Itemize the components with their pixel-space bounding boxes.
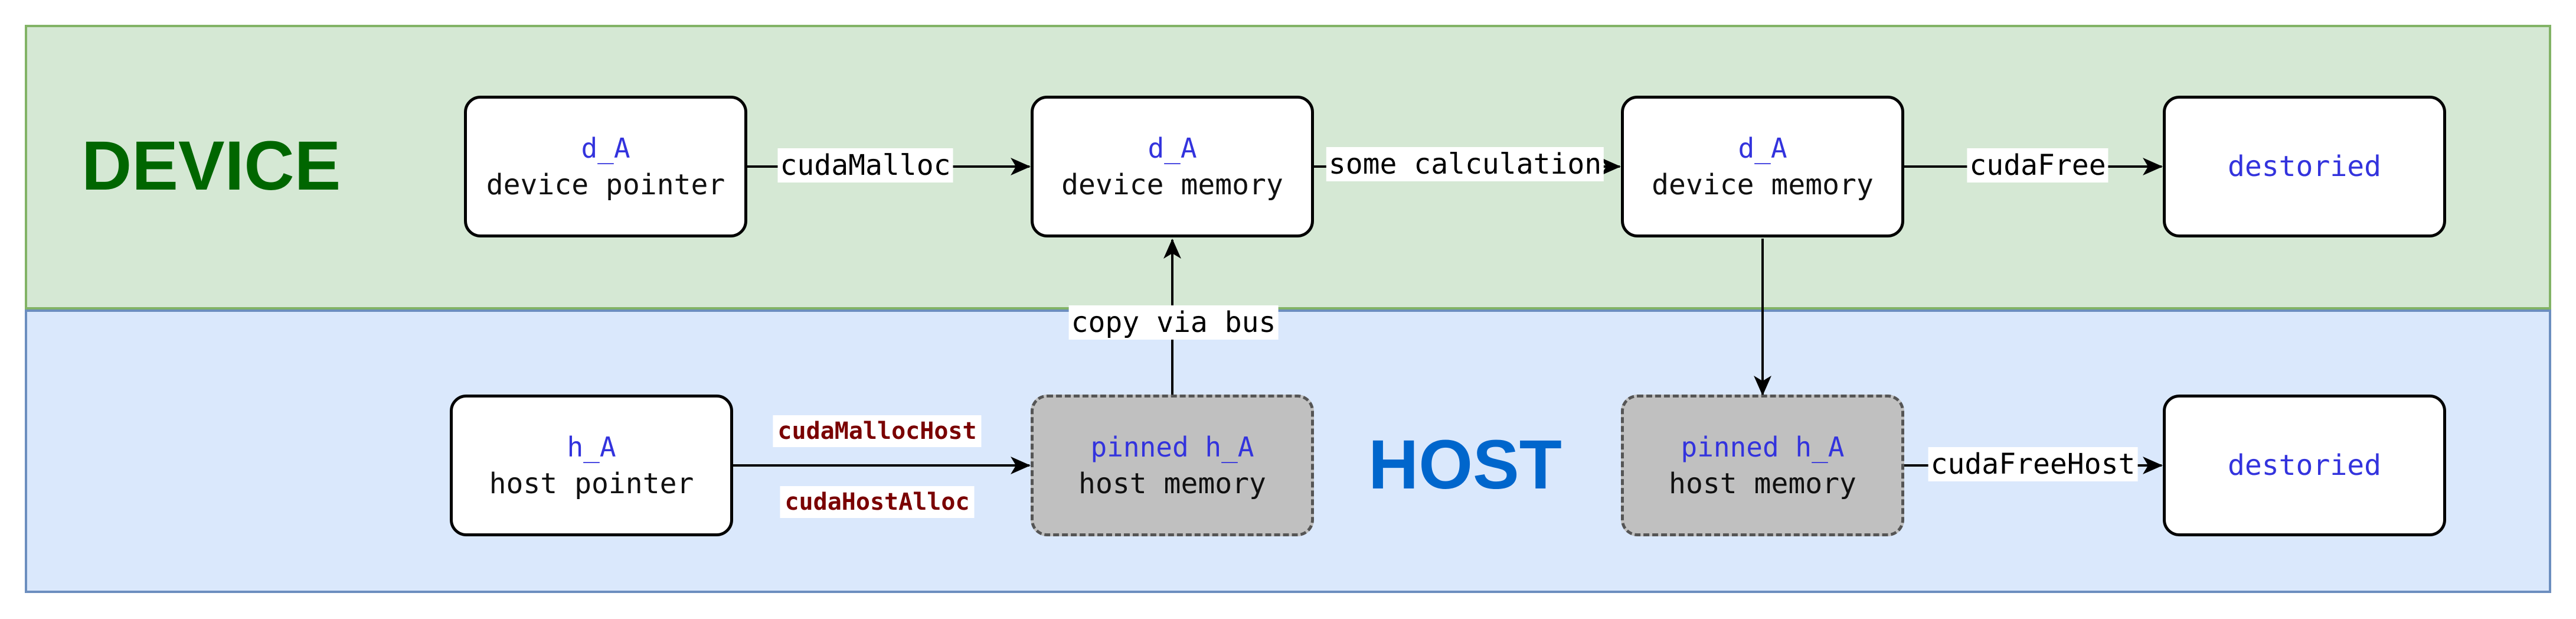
host-pointer-node: h_A host pointer bbox=[450, 395, 733, 536]
pinned-memory-result-node: pinned h_A host memory bbox=[1621, 395, 1904, 536]
device-destroyed-node: destoried bbox=[2163, 96, 2446, 237]
device-memory-node: d_A device memory bbox=[1031, 96, 1314, 237]
pinned-memory-result-variable: pinned h_A bbox=[1681, 431, 1845, 463]
edge-label-some-calculation: some calculation bbox=[1326, 147, 1604, 181]
edge-label-cuda-free-host: cudaFreeHost bbox=[1928, 447, 2138, 481]
device-pointer-node: d_A device pointer bbox=[464, 96, 747, 237]
device-pointer-variable: d_A bbox=[581, 132, 630, 164]
host-region-title: HOST bbox=[1368, 426, 1562, 504]
pinned-memory-result-description: host memory bbox=[1669, 467, 1856, 500]
edge-label-cuda-host-alloc: cudaHostAlloc bbox=[780, 486, 975, 518]
device-memory-variable: d_A bbox=[1148, 132, 1197, 164]
host-pointer-variable: h_A bbox=[567, 431, 616, 463]
device-memory-result-description: device memory bbox=[1652, 168, 1874, 201]
pinned-memory-variable: pinned h_A bbox=[1090, 431, 1254, 463]
pinned-memory-description: host memory bbox=[1078, 467, 1266, 500]
host-destroyed-label: destoried bbox=[2227, 449, 2382, 482]
device-destroyed-label: destoried bbox=[2227, 150, 2382, 183]
edge-label-cuda-free: cudaFree bbox=[1967, 148, 2108, 183]
edge-label-cuda-malloc: cudaMalloc bbox=[777, 148, 953, 183]
device-region-title: DEVICE bbox=[81, 127, 341, 205]
edge-label-copy-via-bus: copy via bus bbox=[1068, 305, 1279, 340]
device-memory-description: device memory bbox=[1061, 168, 1283, 201]
host-pointer-description: host pointer bbox=[489, 467, 694, 500]
device-memory-result-variable: d_A bbox=[1738, 132, 1787, 164]
pinned-memory-node: pinned h_A host memory bbox=[1031, 395, 1314, 536]
host-destroyed-node: destoried bbox=[2163, 395, 2446, 536]
device-pointer-description: device pointer bbox=[486, 168, 725, 201]
edge-label-cuda-malloc-host: cudaMallocHost bbox=[773, 415, 982, 447]
device-memory-result-node: d_A device memory bbox=[1621, 96, 1904, 237]
